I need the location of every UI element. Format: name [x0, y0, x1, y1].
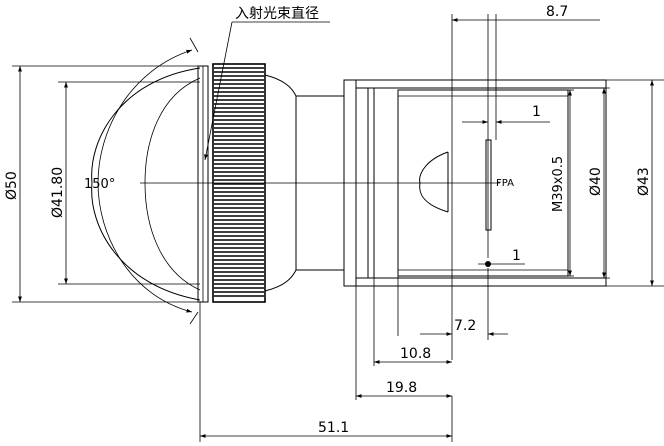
fpa-label: FPA [496, 178, 514, 189]
fov-arc [97, 49, 193, 313]
fpa-detector [485, 139, 492, 231]
knurl-pattern [214, 67, 264, 297]
dim-8-7-label: 8.7 [546, 4, 568, 20]
dia-40-label: Ø40 [588, 167, 604, 196]
dim-51-1-label: 51.1 [318, 420, 349, 436]
dim-19-8-label: 19.8 [386, 380, 417, 396]
thread-label: M39x0.5 [551, 156, 566, 212]
front-dome-lens [91, 67, 201, 301]
dia-50-label: Ø50 [4, 171, 20, 200]
annotation-leader [204, 21, 233, 161]
dia-41-80-label: Ø41.80 [50, 167, 66, 218]
incident-beam-label: 入射光束直径 [235, 5, 319, 22]
dim-10-8-label: 10.8 [400, 346, 431, 362]
fov-label: 150° [84, 177, 115, 192]
rear-lens-element [419, 151, 449, 213]
dia-43-label: Ø43 [636, 167, 652, 196]
dim-1-bottom-label: 1 [512, 248, 521, 264]
knurled-ring [212, 63, 266, 303]
inner-housing [397, 89, 569, 277]
dim-1-top-label: 1 [532, 104, 541, 120]
dim-7-2-label: 7.2 [454, 318, 476, 334]
camera-housing [343, 79, 607, 287]
front-lens-inner-arc [144, 77, 201, 291]
